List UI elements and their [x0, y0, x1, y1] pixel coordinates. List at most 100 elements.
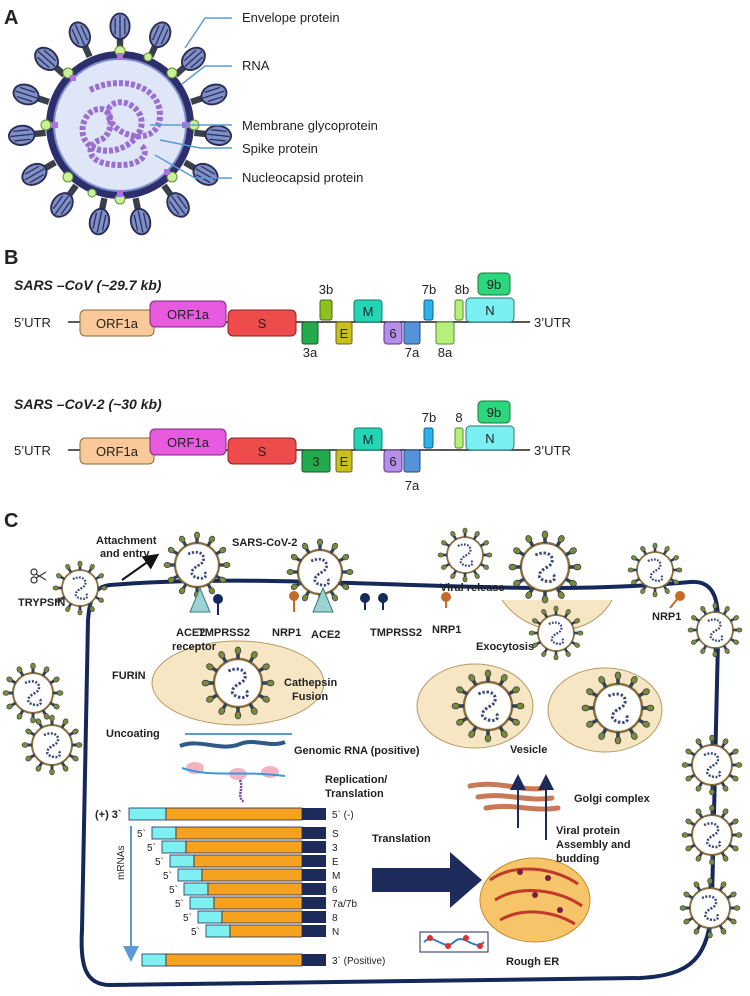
gene-orf1a-2 [149, 300, 227, 328]
mrna-label-s: S [332, 829, 339, 840]
label-uncoating: Uncoating [106, 728, 160, 740]
label-translation-2: Translation [325, 788, 384, 800]
label-ace2-2: ACE2 [311, 629, 340, 641]
tmprss2-2 [360, 593, 370, 603]
label-mrnas: mRNAs [116, 846, 127, 880]
nrp1-2 [441, 592, 451, 602]
mrna-gene-labels: S 3 E M 6 7a/7b 8 N [332, 829, 357, 938]
label-ace2-receptor-2: receptor [172, 641, 217, 653]
gene-orf1a-1-label: ORF1a [96, 316, 139, 331]
panel-a-letter: A [4, 7, 18, 29]
gene-e [335, 321, 353, 345]
gene-7a-label: 7a [405, 345, 420, 360]
gene-6-label: 6 [389, 326, 396, 341]
five-prime-label: 5` [183, 912, 192, 924]
genome-sars-cov: SARS –CoV (~29.7 kb) 5’UTR 3’UTR ORF1a O… [14, 272, 571, 360]
attachment-arrow [121, 553, 160, 581]
gene-s-label: S [258, 316, 267, 331]
label-viral-protein: Viral protein [556, 825, 620, 837]
gene-3b-label: 3b [319, 282, 333, 297]
ace2-receptor-1 [189, 586, 211, 613]
gene-8b [454, 299, 464, 321]
gene-7b-label: 7b [422, 282, 436, 297]
gene-3a [301, 321, 319, 345]
panel-c: C [3, 510, 742, 988]
gene2-7b-label: 7b [422, 410, 436, 425]
genomic-rna-strand [179, 740, 286, 749]
nrp1-3 [675, 591, 685, 601]
label-exocytosis: Exocytosis [476, 641, 534, 653]
gene2-7a-label: 7a [405, 478, 420, 493]
panel-a-leader-lines [150, 17, 232, 179]
utr3-label: 3’UTR [534, 315, 571, 330]
gene-s [227, 309, 297, 337]
mrna-label-6: 6 [332, 885, 338, 896]
gene2-6 [383, 449, 403, 473]
genome-title-sars-cov: SARS –CoV (~29.7 kb) [14, 277, 162, 293]
label-envelope-protein: Envelope protein [242, 10, 340, 25]
gene2-e [335, 449, 353, 473]
mrna-label-m: M [332, 871, 340, 882]
label-nucleocapsid-protein: Nucleocapsid protein [242, 170, 363, 185]
gene2-9b [477, 400, 511, 424]
label-tmprss2-2: TMPRSS2 [370, 627, 422, 639]
panel-b-letter: B [4, 247, 18, 269]
label-vesicle: Vesicle [510, 744, 547, 756]
genome-title-sars-cov-2: SARS –CoV-2 (~30 kb) [14, 396, 162, 412]
label-golgi: Golgi complex [574, 793, 651, 805]
gene2-6-label: 6 [389, 454, 396, 469]
label-neg-right: 5` (-) [332, 809, 354, 821]
label-translation: Translation [372, 833, 431, 845]
protein-chain [423, 935, 485, 949]
five-prime-label: 5` [163, 870, 172, 882]
label-cathepsin: Cathepsin [284, 677, 337, 689]
label-pos-right: 3` (Positive) [332, 955, 385, 967]
mrna-label-7a7b: 7a/7b [332, 899, 357, 910]
gene2-7b [423, 427, 434, 449]
membrane-receptors [189, 586, 685, 615]
label-and-entry: and entry [100, 548, 150, 560]
label-tmprss2-1: TMPRSS2 [198, 627, 250, 639]
label-genomic-rna: Genomic RNA (positive) [294, 745, 420, 757]
label-nrp1-3: NRP1 [652, 611, 681, 623]
gene2-n [465, 425, 515, 451]
label-rough-er: Rough ER [506, 956, 559, 968]
rna-bars [128, 807, 326, 967]
gene2-s [227, 437, 297, 465]
label-neg-left: (+) 3` [95, 809, 122, 821]
label-fusion: Fusion [292, 691, 328, 703]
label-membrane-glycoprotein: Membrane glycoprotein [242, 118, 378, 133]
panel-b: B SARS –CoV (~29.7 kb) 5’UTR 3’UTR ORF1a… [4, 247, 571, 493]
label-nrp1-2: NRP1 [432, 624, 461, 636]
label-replication: Replication/ [325, 774, 387, 786]
tmprss2-1 [213, 594, 223, 604]
label-nrp1-1: NRP1 [272, 627, 301, 639]
label-viral-release: Viral release [440, 582, 505, 594]
mrna-label-n: N [332, 927, 339, 938]
gene2-8 [454, 427, 464, 449]
gene2-m-label: M [363, 432, 374, 447]
utr3-label-2: 3’UTR [534, 443, 571, 458]
genome-sars-cov-2: SARS –CoV-2 (~30 kb) 5’UTR 3’UTR ORF1a O… [14, 396, 571, 493]
gene-8b-label: 8b [455, 282, 469, 297]
five-prime-label: 5` [175, 898, 184, 910]
ace2-2 [312, 586, 334, 613]
gene2-3 [301, 449, 331, 473]
five-prime-label: 5` [147, 842, 156, 854]
gene-7a [403, 321, 421, 345]
gene-m [353, 299, 383, 323]
gene2-7a [403, 449, 421, 473]
mrna-label-3: 3 [332, 843, 338, 854]
nrp1-1 [289, 591, 299, 601]
label-ace2-receptor-1: ACE2 [176, 627, 205, 639]
label-rna: RNA [242, 58, 270, 73]
gene2-9b-label: 9b [487, 405, 501, 420]
virion-illustration [7, 12, 233, 238]
gene2-s-label: S [258, 444, 267, 459]
rna-genome [79, 80, 164, 169]
label-trypsin: TRYPSIN [18, 597, 65, 609]
five-prime-label: 5` [191, 926, 200, 938]
mrna-five-prime-labels: 5` 5` 5` 5` 5` 5` 5` 5` [137, 828, 200, 938]
gene-3b [319, 299, 333, 321]
